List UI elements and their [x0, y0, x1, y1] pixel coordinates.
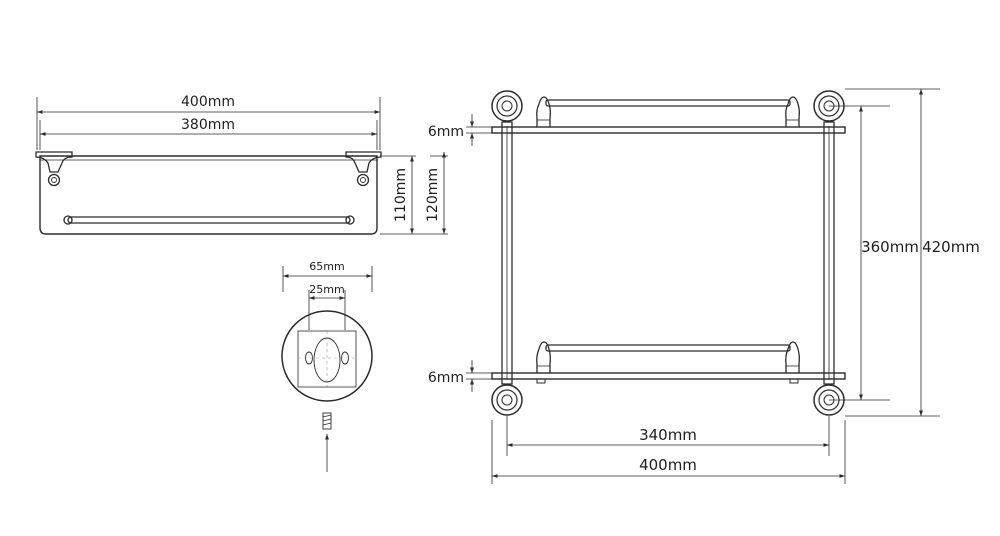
left-bracket	[35, 151, 73, 187]
rosette-top-left	[491, 90, 523, 122]
top-glass-thickness-label: 6mm	[428, 124, 464, 140]
front-overall-height-label: 420mm	[922, 238, 980, 256]
top-inner-width-label: 380mm	[181, 117, 235, 133]
front-inner-width-label: 340mm	[639, 426, 697, 444]
front-rail	[63, 215, 355, 225]
rosette-bottom-left	[491, 384, 523, 416]
top-height-inner-label: 110mm	[393, 168, 409, 222]
top-overall-width-label: 400mm	[181, 94, 235, 110]
bottom-glass-shelf	[491, 372, 846, 380]
bottom-glass-thickness-label: 6mm	[428, 370, 464, 386]
top-height-outer-label: 120mm	[425, 168, 441, 222]
front-overall-width-label: 400mm	[639, 456, 697, 474]
set-screw	[322, 412, 332, 472]
bottom-gallery-rail	[536, 341, 800, 373]
left-post	[501, 121, 513, 385]
front-view: 6mm 6mm 360mm 420mm 340mm 400mm	[428, 88, 980, 484]
front-inner-height-label: 360mm	[861, 238, 919, 256]
top-view: 400mm 380mm 110mm	[35, 94, 448, 235]
mount-detail: 65mm 25mm	[281, 260, 373, 472]
mount-inner-width-label: 25mm	[309, 283, 344, 296]
top-glass-shelf	[491, 126, 846, 134]
right-bracket	[345, 151, 382, 187]
mount-outer-width-label: 65mm	[309, 260, 344, 273]
mount-plate	[281, 310, 373, 402]
top-gallery-rail	[536, 96, 800, 127]
right-post	[823, 121, 835, 385]
shelf-glass-outline	[39, 155, 378, 235]
